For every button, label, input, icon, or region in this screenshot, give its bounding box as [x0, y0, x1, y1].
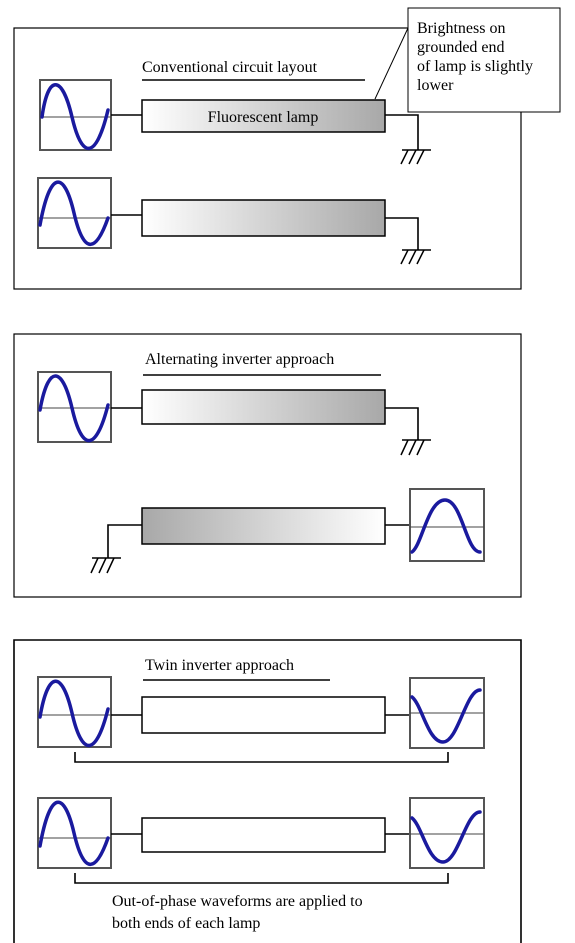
wire [107, 524, 142, 558]
callout-text: Brightness on [417, 20, 505, 37]
panel-conventional: Conventional circuit layout Fluorescent … [13, 7, 561, 290]
wire [385, 217, 419, 250]
ground-symbol [400, 149, 431, 165]
oscilloscope-right [409, 797, 485, 869]
panel-alternating: Alternating inverter approach [13, 333, 522, 598]
wire [385, 407, 419, 440]
panel-title: Alternating inverter approach [145, 351, 334, 368]
callout-pointer [374, 27, 409, 100]
callout-text: grounded end [417, 39, 505, 56]
ground-symbol [400, 439, 431, 456]
callout-text: lower [417, 77, 454, 94]
bracket [74, 873, 449, 884]
oscilloscope-right [409, 677, 485, 749]
twin-note: Out-of-phase waveforms are applied to [112, 893, 363, 910]
fluorescent-lamp [141, 817, 386, 853]
panel-twin: Twin inverter approach [13, 639, 522, 943]
fluorescent-lamp [141, 199, 386, 237]
oscilloscope-left [37, 177, 112, 249]
fluorescent-lamp [141, 389, 386, 425]
oscilloscope-left [37, 371, 112, 443]
brightness-callout [407, 7, 561, 113]
fluorescent-lamp [141, 99, 386, 133]
oscilloscope-left [37, 797, 112, 869]
oscilloscope-left [37, 676, 112, 748]
twin-note: both ends of each lamp [112, 915, 260, 932]
panel-frame [13, 639, 522, 943]
panel-title: Twin inverter approach [145, 657, 294, 674]
oscilloscope-right [409, 488, 485, 562]
ground-symbol [90, 557, 121, 574]
bracket [74, 752, 449, 763]
lamp-label: Fluorescent lamp [208, 109, 319, 126]
fluorescent-lamp [141, 507, 386, 545]
ground-symbol [400, 249, 431, 265]
oscilloscope-left [39, 79, 112, 151]
callout-text: of lamp is slightly [417, 58, 533, 75]
fluorescent-lamp [141, 696, 386, 734]
panel-title: Conventional circuit layout [142, 59, 318, 76]
wire [385, 114, 419, 150]
